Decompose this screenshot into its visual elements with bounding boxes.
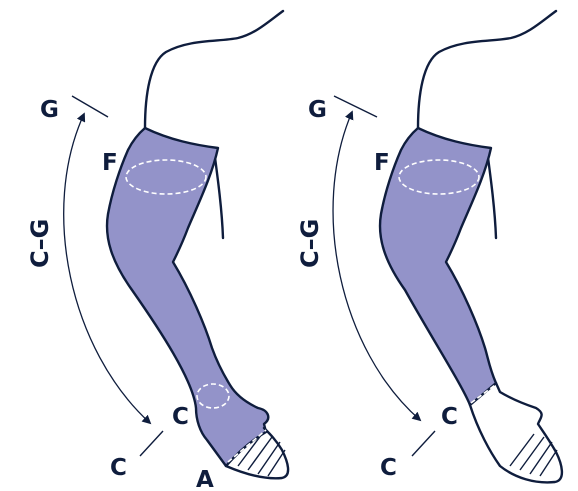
left-c-tick xyxy=(140,431,163,456)
right-g-tick xyxy=(334,96,377,117)
left-label-c-wrist: C xyxy=(172,404,189,430)
left-g-tick xyxy=(72,96,108,117)
left-label-f: F xyxy=(102,150,118,176)
right-back-outline xyxy=(487,150,496,238)
right-c-tick xyxy=(412,431,435,456)
left-panel: G F C C A C–G xyxy=(26,11,288,491)
left-label-c-tick: C xyxy=(110,455,127,481)
right-sleeve xyxy=(380,128,496,405)
right-shoulder-outline xyxy=(418,11,556,128)
left-label-g: G xyxy=(40,97,59,123)
left-label-a: A xyxy=(196,467,214,491)
left-shoulder-outline xyxy=(145,11,283,128)
right-label-c-wrist: C xyxy=(441,404,458,430)
right-label-c-tick: C xyxy=(380,455,397,481)
right-label-g: G xyxy=(308,97,327,123)
right-panel: G F C C C–G xyxy=(296,11,562,482)
left-label-length: C–G xyxy=(26,219,54,268)
right-label-f: F xyxy=(374,150,390,176)
right-label-length: C–G xyxy=(296,219,324,268)
right-hand-outline xyxy=(470,383,562,482)
left-back-outline xyxy=(214,150,223,238)
